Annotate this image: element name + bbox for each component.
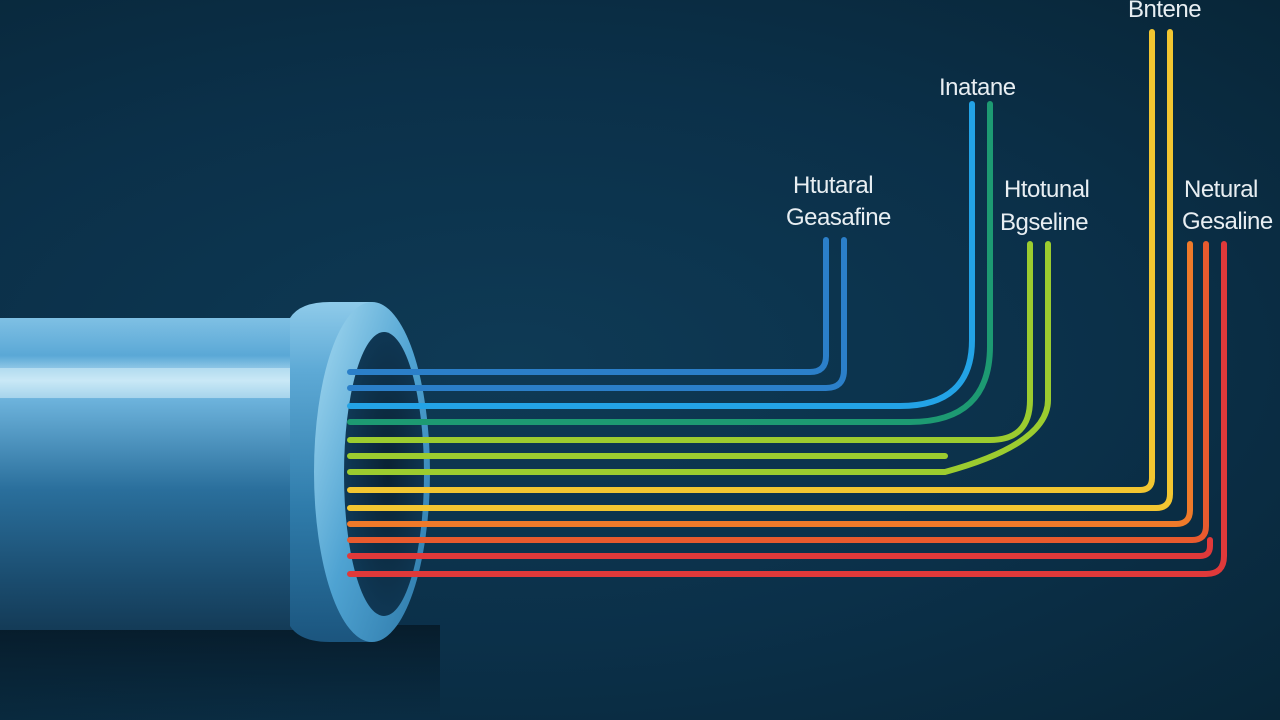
label-right-line1: Netural: [1184, 176, 1258, 203]
label-mid-line1: Htotunal: [1004, 176, 1089, 203]
label-left-line1: Htutaral: [793, 172, 873, 199]
fiber-lime-1: [347, 241, 1033, 443]
pipe-highlight: [0, 368, 330, 398]
fiber-yellow-1: [347, 29, 1155, 493]
fiber-lines: [347, 29, 1227, 577]
label-left-line2: Geasafine: [786, 204, 891, 231]
fiber-red-1: [347, 537, 1213, 559]
fiber-cyan: [347, 101, 975, 409]
label-middle-top: Inatane: [939, 74, 1016, 101]
fiber-teal: [347, 101, 993, 425]
label-right-line2: Gesaline: [1182, 208, 1273, 235]
fiber-orange-1: [347, 241, 1193, 527]
fiber-lime-3: [347, 241, 1051, 475]
pipe-body: [0, 318, 330, 630]
fiber-blue-1: [347, 237, 829, 375]
fiber-blue-2: [347, 237, 847, 391]
fiber-yellow-2: [347, 29, 1173, 511]
label-mid-line2: Bgseline: [1000, 209, 1088, 236]
label-top-right: Bntene: [1128, 0, 1201, 23]
fiber-orange-2: [347, 241, 1209, 543]
fiber-red-2: [347, 241, 1227, 577]
